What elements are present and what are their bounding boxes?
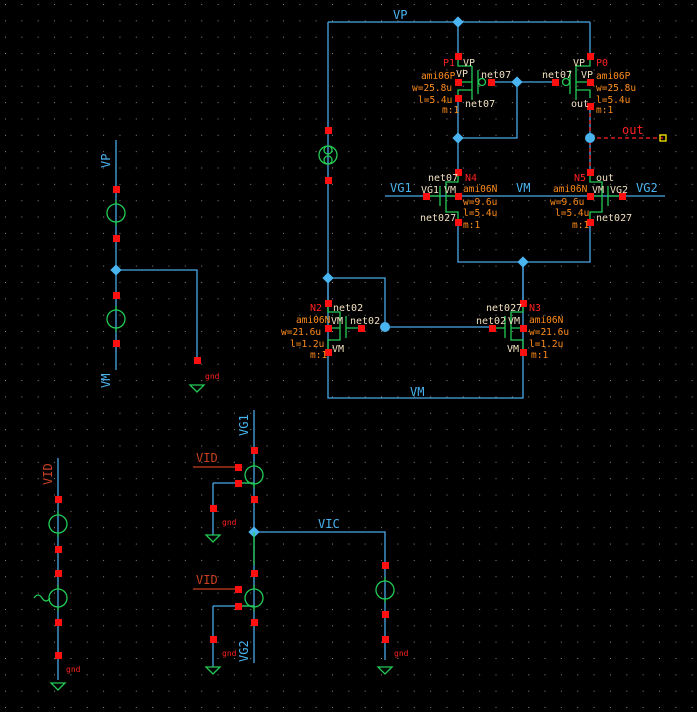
net-label-vg2: VG2	[237, 640, 251, 662]
net-label-vg2: VG2	[636, 181, 658, 195]
param-m: m:1	[463, 220, 480, 231]
nmos-n4	[426, 172, 459, 222]
pin-label: net07	[481, 70, 511, 81]
pin-label: VM	[592, 185, 604, 196]
gnd-label: gnd	[222, 518, 237, 527]
out-pin[interactable]	[659, 134, 667, 142]
net-label-out: out	[622, 123, 644, 137]
net-label-vid: VID	[196, 573, 218, 587]
net-label-vp: VP	[99, 154, 113, 168]
param-m: m:1	[572, 220, 589, 231]
sources[interactable]	[33, 145, 395, 691]
pin-label: VM	[332, 344, 344, 355]
pin-label: VM	[331, 316, 343, 327]
instance-name-n3: N3	[529, 303, 541, 314]
param-model: ami06P	[596, 71, 631, 82]
param-l: l=5.4u	[555, 208, 589, 219]
param-m: m:1	[442, 105, 459, 116]
gnd-label: gnd	[394, 649, 409, 658]
nmos-n5	[589, 172, 622, 222]
pin-label: VM	[507, 344, 519, 355]
net-label-vid: VID	[196, 451, 218, 465]
gnd-label: gnd	[66, 665, 81, 674]
pin-label: VG1	[421, 185, 439, 196]
net-label-vg1: VG1	[390, 181, 412, 195]
sine-icon	[33, 594, 51, 602]
net-label-vm: VM	[516, 181, 530, 195]
param-model: ami06P	[421, 71, 456, 82]
pin-label: VP	[463, 58, 475, 69]
param-l: l=5.4u	[596, 95, 630, 106]
net-label-vm: VM	[410, 385, 424, 399]
net-label-vg1: VG1	[237, 414, 251, 436]
pin-label: out	[596, 173, 614, 184]
pin-label: net027	[596, 213, 632, 224]
instance-name-n4: N4	[465, 173, 477, 184]
pin-label: VM	[444, 185, 456, 196]
pin-label: VM	[508, 316, 520, 327]
param-model: ami06N	[463, 184, 498, 195]
transistor-symbols[interactable]	[327, 56, 622, 352]
net-label-vic: VIC	[318, 517, 340, 531]
pin-label: out	[571, 99, 589, 110]
pin-label: VP	[456, 69, 468, 80]
instance-name-p1: P1	[443, 58, 455, 69]
pin-label: net02	[350, 316, 380, 327]
param-l: l=5.4u	[418, 95, 452, 106]
pin-label: net027	[486, 303, 522, 314]
nmos-n3	[492, 303, 524, 352]
param-w: w=21.6u	[281, 327, 321, 338]
pin-label: net027	[420, 213, 456, 224]
net-label-vid: VID	[41, 463, 55, 485]
nmos-n2	[327, 303, 361, 352]
param-l: l=1.2u	[290, 339, 324, 350]
param-w: w=25.8u	[412, 83, 452, 94]
net-label-vp: VP	[393, 8, 407, 22]
gnd-label: gnd	[205, 372, 220, 381]
ground-icon	[49, 384, 394, 691]
pin-label: VP	[573, 58, 585, 69]
param-model: ami06N	[529, 315, 564, 326]
param-w: w=9.6u	[463, 197, 497, 208]
param-m: m:1	[531, 350, 548, 361]
param-w: w=25.8u	[596, 83, 636, 94]
param-w: w=9.6u	[550, 197, 584, 208]
param-m: m:1	[596, 105, 613, 116]
instance-name-n2: N2	[310, 303, 322, 314]
pin-label: net02	[333, 303, 363, 314]
gnd-label: gnd	[222, 649, 237, 658]
pin-label: VP	[581, 70, 593, 81]
param-w: w=21.6u	[529, 327, 569, 338]
instance-name-n5: N5	[574, 173, 586, 184]
pins[interactable]	[55, 53, 626, 659]
pin-label: net07	[428, 173, 458, 184]
param-model: ami06N	[553, 184, 588, 195]
param-model: ami06N	[296, 315, 331, 326]
param-l: l=5.4u	[463, 208, 497, 219]
pin-label: net07	[542, 70, 572, 81]
pin-label: net07	[465, 99, 495, 110]
out-net-selected[interactable]	[589, 106, 663, 172]
pin-label: net02	[476, 316, 506, 327]
instance-name-p0: P0	[596, 58, 608, 69]
param-l: l=1.2u	[529, 339, 563, 350]
pin-label: VG2	[610, 185, 628, 196]
param-m: m:1	[310, 350, 327, 361]
net-label-vm: VM	[99, 374, 113, 388]
